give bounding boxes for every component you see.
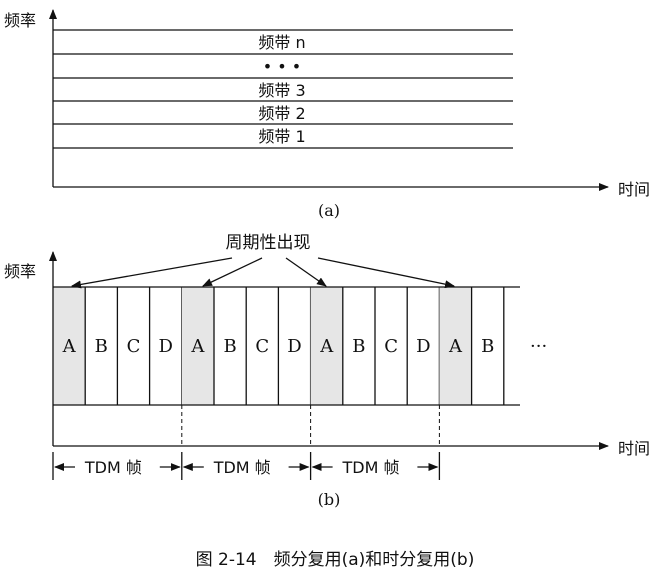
slot-label: B xyxy=(352,336,365,357)
tdm-frame-label: TDM 帧 xyxy=(342,458,400,477)
slot-label: C xyxy=(127,336,141,357)
tdm-caption: (b) xyxy=(318,490,341,509)
time-slot: B xyxy=(223,287,247,405)
slot-label: B xyxy=(223,336,236,357)
time-slot: C xyxy=(255,287,280,405)
time-slot: C xyxy=(384,287,408,405)
tdm-frame-label: TDM 帧 xyxy=(84,458,142,477)
tdm-y-label: 频率 xyxy=(4,262,36,281)
fdm-x-label: 时间 xyxy=(618,180,650,199)
slot-label: B xyxy=(481,336,494,357)
time-slot: C xyxy=(127,287,151,405)
slot-label: B xyxy=(95,336,108,357)
band-label: 频带 1 xyxy=(258,127,305,146)
slot-highlight xyxy=(310,287,343,405)
periodic-arrow xyxy=(285,257,327,287)
time-slot: A xyxy=(439,287,473,405)
band-label: 频带 2 xyxy=(258,104,305,123)
time-slot: D xyxy=(287,287,312,405)
periodic-arrow xyxy=(202,257,263,287)
fdm-caption: (a) xyxy=(318,201,340,220)
slot-label: D xyxy=(416,336,430,357)
slot-label: A xyxy=(190,336,205,357)
slot-label: C xyxy=(255,336,269,357)
fdm-y-label: 频率 xyxy=(4,11,36,30)
slot-label: D xyxy=(287,336,301,357)
periodic-arrows xyxy=(71,257,455,289)
time-slot: A xyxy=(53,287,86,405)
slot-label: C xyxy=(384,336,398,357)
time-slot: D xyxy=(416,287,441,405)
slot-label: D xyxy=(158,336,172,357)
band-label: 频带 n xyxy=(258,33,305,52)
tdm-frame-label: TDM 帧 xyxy=(213,458,271,477)
time-slot: B xyxy=(95,287,119,405)
periodic-annotation: 周期性出现 xyxy=(226,233,311,253)
slot-label: A xyxy=(319,336,334,357)
slots-ellipsis: ··· xyxy=(530,336,547,357)
slot-highlight xyxy=(181,287,214,405)
time-slot: B xyxy=(352,287,376,405)
band-label: 频带 3 xyxy=(258,81,305,100)
time-slot: B xyxy=(481,287,505,405)
slot-highlight xyxy=(53,287,86,405)
time-slot: A xyxy=(181,287,215,405)
slot-label: A xyxy=(62,336,77,357)
slot-highlight xyxy=(439,287,472,405)
figure-caption: 图 2-14 频分复用(a)和时分复用(b) xyxy=(196,550,475,570)
time-slot: D xyxy=(158,287,183,405)
band-label: • • • xyxy=(263,57,301,76)
periodic-arrow xyxy=(317,257,455,289)
periodic-arrow xyxy=(71,257,233,289)
fdm-diagram: 频率 时间 频带 n • • • 频带 3 频带 2 频带 1 (a) xyxy=(4,9,650,220)
slot-label: A xyxy=(448,336,463,357)
tdm-x-label: 时间 xyxy=(618,439,650,458)
time-slot: A xyxy=(310,287,344,405)
